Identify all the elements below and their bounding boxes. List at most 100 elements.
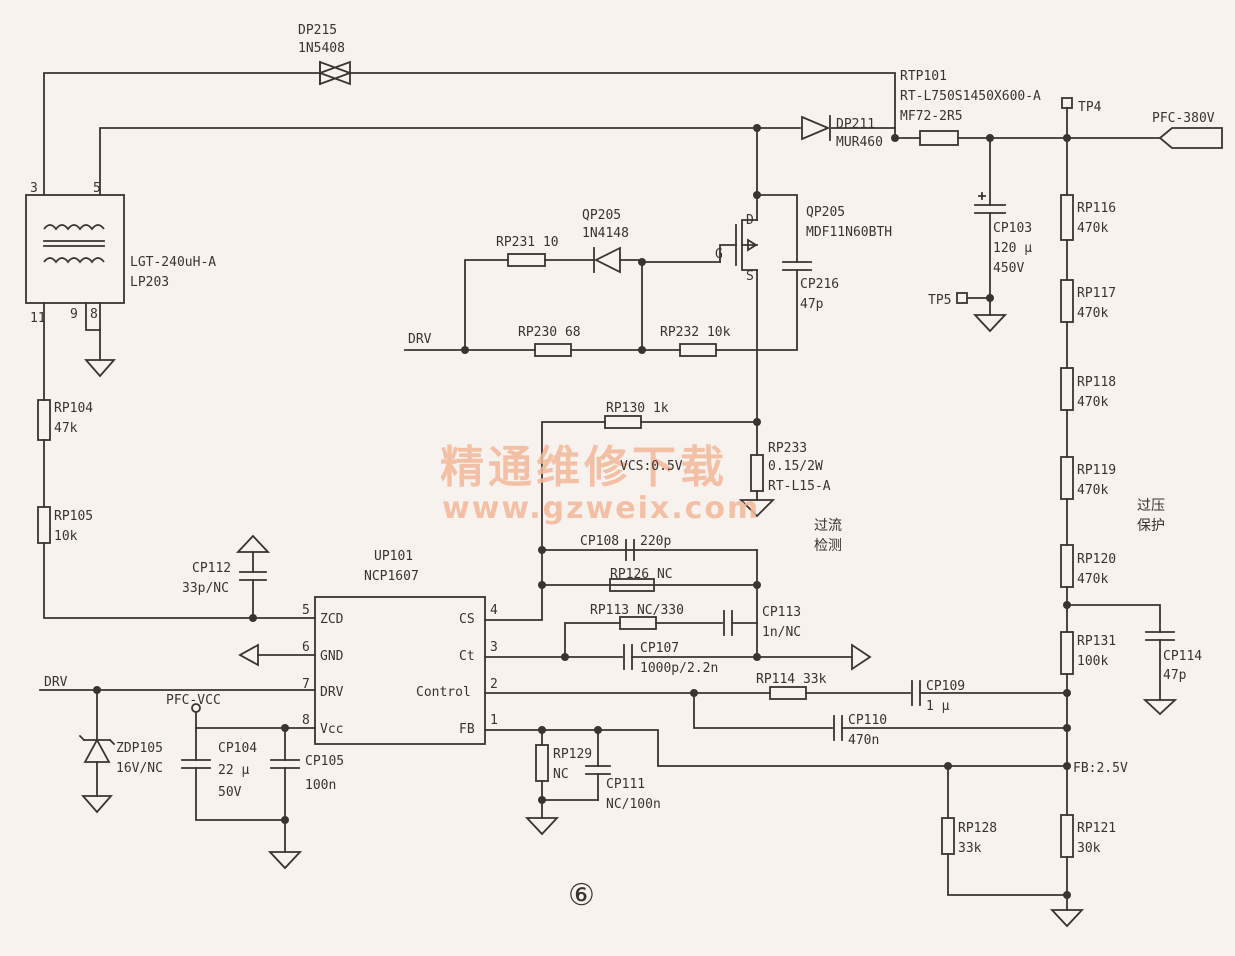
gnd-arrow-icon [238, 643, 259, 667]
label-ocp-1: 过流 [814, 518, 842, 534]
label-cp107-v: 1000p/2.2n [640, 661, 718, 676]
label-pin8: 8 [302, 713, 310, 728]
label-rp126: RP126 NC [610, 567, 673, 582]
label-cp109: CP109 [926, 679, 965, 694]
label-pin4: 4 [490, 603, 498, 618]
diode-dp211 [801, 115, 831, 141]
label-rp116: RP116 [1077, 201, 1116, 216]
label-dp215: DP215 [298, 23, 337, 38]
label-pin-fb: FB [459, 722, 475, 737]
resistor-rp104 [37, 399, 51, 441]
label-rp129: RP129 [553, 747, 592, 762]
label-up101: UP101 [374, 549, 413, 564]
label-rp233-v2: RT-L15-A [768, 479, 831, 494]
label-rp118-v: 470k [1077, 395, 1108, 410]
label-cp105: CP105 [305, 754, 344, 769]
label-pfcvcc: PFC-VCC [166, 693, 221, 708]
top-wiring [43, 72, 1223, 196]
label-ncp1607: NCP1607 [364, 569, 419, 584]
ic-up101 [314, 596, 486, 745]
label-pin6: 6 [302, 640, 310, 655]
label-rp117-v: 470k [1077, 306, 1108, 321]
label-pin3: 3 [490, 640, 498, 655]
label-dp215-part: 1N5408 [298, 41, 345, 56]
label-vcs: VCS:0.5V [620, 459, 683, 474]
label-cp104-v1: 22 μ [218, 763, 249, 778]
resistor-rp126 [609, 578, 655, 592]
label-rp113: RP113 NC/330 [590, 603, 684, 618]
label-cp109-v: 1 μ [926, 699, 950, 714]
label-cp108-v: 220p [640, 534, 671, 549]
resistor-rp233 [750, 454, 764, 492]
label-rtp101-part: RT-L750S1450X600-A [900, 89, 1041, 104]
label-rtp101: RTP101 [900, 69, 947, 84]
watermark-url: www.gzweix.com [442, 491, 760, 526]
label-cp103: CP103 [993, 221, 1032, 236]
label-tp4: TP4 [1078, 100, 1102, 115]
capacitor-cp105 [267, 727, 303, 870]
transformer-lp203 [25, 194, 125, 401]
label-cp114-v: 47p [1163, 668, 1187, 683]
label-cp111: CP111 [606, 777, 645, 792]
capacitor-cp113 [723, 610, 733, 636]
resistor-rp232 [679, 343, 717, 357]
label-cp105-v: 100n [305, 778, 336, 793]
label-qp205: QP205 [806, 205, 845, 220]
diode-dp215 [317, 60, 353, 86]
label-qp205-diode: QP205 [582, 208, 621, 223]
label-cp104-v2: 50V [218, 785, 242, 800]
label-cp103-cap: 120 μ [993, 241, 1032, 256]
capacitor-cp111 [585, 765, 611, 775]
resistor-rp231 [507, 253, 546, 267]
resistor-rp119 [1060, 456, 1074, 500]
capacitor-cp216 [715, 261, 812, 351]
label-rp118: RP118 [1077, 375, 1116, 390]
label-rp104: RP104 [54, 401, 93, 416]
resistor-rp128 [941, 817, 955, 855]
label-rp114: RP114 33k [756, 672, 827, 687]
label-pin7: 7 [302, 677, 310, 692]
label-cp216-v: 47p [800, 297, 824, 312]
label-pin5: 5 [302, 603, 310, 618]
label-rp128-v: 33k [958, 841, 982, 856]
resistor-rp113 [619, 616, 657, 630]
label-rp105-v: 10k [54, 529, 78, 544]
label-pin-ct: Ct [459, 649, 475, 664]
label-rp104-v: 47k [54, 421, 78, 436]
figure-number: ⑥ [568, 878, 595, 913]
label-cp107: CP107 [640, 641, 679, 656]
label-rp121-v: 30k [1077, 841, 1101, 856]
label-rtp101-part2: MF72-2R5 [900, 109, 963, 124]
label-rp231: RP231 10 [496, 235, 559, 250]
label-cp108: CP108 [580, 534, 619, 549]
resistor-rp118 [1060, 367, 1074, 411]
label-rp116-v: 470k [1077, 221, 1108, 236]
label-qp205-part: MDF11N60BTH [806, 225, 892, 240]
resistor-rp121 [1060, 814, 1074, 858]
label-ovp-1: 过压 [1137, 498, 1165, 514]
label-rp128: RP128 [958, 821, 997, 836]
label-tpin3: 3 [30, 181, 38, 196]
label-rp233-v1: 0.15/2W [768, 459, 823, 474]
label-rp119-v: 470k [1077, 483, 1108, 498]
label-pin1: 1 [490, 713, 498, 728]
junction-dots [93, 124, 1071, 899]
label-cp104: CP104 [218, 741, 257, 756]
label-lp203: LP203 [130, 275, 169, 290]
label-tpin8: 8 [90, 307, 98, 322]
label-rp232: RP232 10k [660, 325, 731, 340]
label-rp119: RP119 [1077, 463, 1116, 478]
capacitor-cp114 [1066, 604, 1178, 716]
zener-zdp105 [78, 689, 116, 814]
capacitor-cp110 [833, 715, 843, 741]
label-cp113-v: 1n/NC [762, 625, 801, 640]
resistor-rp114 [769, 686, 807, 700]
resistor-rp117 [1060, 279, 1074, 323]
label-zdp105-v: 16V/NC [116, 761, 163, 776]
label-drain: D [746, 213, 754, 228]
label-cp110: CP110 [848, 713, 887, 728]
label-cp112-v: 33p/NC [182, 581, 229, 596]
resistor-rp116 [1060, 194, 1074, 241]
